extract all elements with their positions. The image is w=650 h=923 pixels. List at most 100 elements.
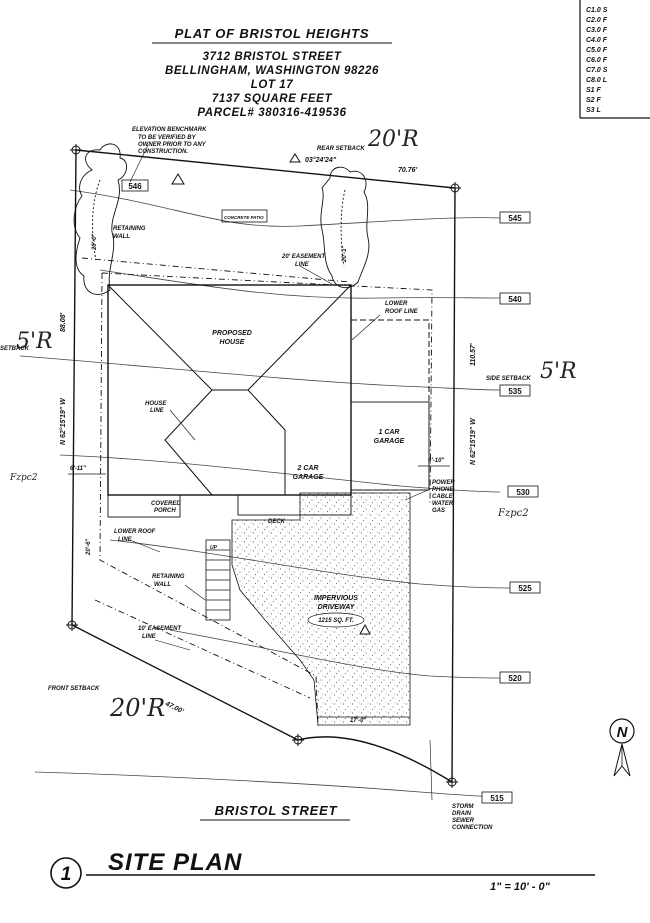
sheet-index-item: S1 F — [586, 87, 602, 94]
sheet-index: C1.0 S C2.0 F C3.0 F C4.0 F C5.0 F C6.0 … — [579, 0, 650, 119]
handwritten-note-left: Fzpc2 — [9, 473, 38, 483]
handwritten-notes: 20'R 5'R 5'R 20'R Fzpc2 Fzpc2 — [9, 127, 577, 722]
easement-line — [81, 257, 351, 699]
left-length: 88.08' — [60, 312, 67, 332]
proposed-house-label: PROPOSED — [212, 330, 252, 337]
sheet-index-item: C2.0 F — [586, 17, 608, 24]
city-line: BELLINGHAM, WASHINGTON 98226 — [165, 65, 379, 77]
rear-length: 70.76' — [398, 167, 418, 174]
contour-label: 530 — [516, 488, 530, 497]
area-triangle-icon — [359, 623, 371, 635]
annotation-text: LOWER — [385, 301, 408, 307]
elevation-benchmark-label: ELEVATION BENCHMARK — [132, 127, 207, 133]
impervious-label: IMPERVIOUS — [314, 595, 358, 602]
two-car-garage-label: 2 CAR — [296, 465, 318, 472]
concrete-patio-label: CONCRETE PATIO — [224, 215, 264, 220]
area-line: 7137 SQUARE FEET — [212, 93, 333, 105]
sheet-index-item: C7.0 S — [586, 67, 608, 74]
handwritten-rear-setback: 20'R — [367, 127, 419, 152]
property-corner-markers — [66, 144, 461, 788]
contour-label: 540 — [508, 295, 522, 304]
annotation-text: GAS — [432, 508, 445, 514]
footer: 1 SITE PLAN 1" = 10' - 0" — [50, 849, 595, 893]
annotation-text: N — [617, 724, 629, 741]
annotation-text: GARAGE — [374, 438, 405, 445]
sheet-index-item: S3 L — [586, 107, 601, 114]
side-setback-right-label: SIDE SETBACK — [486, 376, 531, 382]
deck-label: DECK — [268, 519, 286, 525]
annotation-text: PORCH — [154, 508, 176, 514]
dim-20-1: 20'-1" — [342, 246, 348, 263]
dim-6-11: 6'-11" — [70, 466, 86, 472]
sheet-number: 1 — [61, 864, 72, 885]
benchmark-triangle-icon — [171, 173, 185, 185]
benchmark-elevation: 546 — [128, 182, 142, 191]
annotation-text: CONSTRUCTION. — [138, 149, 188, 155]
driveway-area — [231, 492, 411, 726]
annotation-text: WALL — [113, 234, 130, 240]
annotation-text: LINE — [150, 408, 165, 414]
setback-line — [99, 272, 433, 728]
annotation-text: LINE — [142, 634, 157, 640]
handwritten-left-setback: 5'R — [16, 329, 53, 354]
annotation-text: RETAINING — [152, 574, 185, 580]
rear-setback-label: REAR SETBACK — [317, 146, 365, 152]
contour-label: 535 — [508, 387, 522, 396]
annotation-text: LINE — [295, 262, 310, 268]
annotations: ELEVATION BENCHMARK TO BE VERIFIED BY OW… — [0, 127, 531, 831]
annotation-text: TO BE VERIFIED BY — [138, 135, 197, 141]
dim-20-6: 20'-6" — [86, 539, 92, 556]
leader-lines — [129, 144, 433, 801]
title-block: PLAT OF BRISTOL HEIGHTS 3712 BRISTOL STR… — [152, 26, 392, 119]
sheet-index-item: C5.0 F — [586, 47, 608, 54]
front-length: 47.00' — [163, 700, 184, 716]
sheet-index-item: C8.0 L — [586, 77, 607, 84]
annotation-text: ROOF LINE — [385, 309, 419, 315]
annotation-text: WATER — [432, 501, 454, 507]
rear-angle: 03°24'24" — [305, 156, 337, 164]
annotation-text: RETAINING — [113, 226, 146, 232]
annotation-text: POWER — [432, 480, 455, 486]
scale-label: 1" = 10' - 0" — [490, 881, 551, 893]
annotation-text: LINE — [118, 537, 133, 543]
annotation-text: PHONE — [432, 487, 454, 493]
sheet-index-item: C1.0 S — [586, 7, 608, 14]
annotation-text: GARAGE — [293, 474, 324, 481]
site-plan-title: SITE PLAN — [108, 849, 242, 876]
annotation-text: COVERED — [151, 501, 181, 507]
driveway-area-label: 1215 SQ. FT. — [318, 618, 354, 624]
handwritten-right-setback: 5'R — [540, 359, 577, 384]
lot-line: LOT 17 — [251, 79, 294, 91]
stairs-up-label: UP — [210, 545, 218, 551]
contour-label: 545 — [508, 214, 522, 223]
contour-label: 520 — [508, 674, 522, 683]
dim-20-0: 20'-0" — [92, 234, 98, 251]
plat-title: PLAT OF BRISTOL HEIGHTS — [175, 26, 370, 41]
proposed-house — [107, 209, 430, 518]
handwritten-note-right: Fzpc2 — [497, 508, 529, 519]
sheet-index-item: C3.0 F — [586, 27, 608, 34]
contour-label: 525 — [518, 584, 532, 593]
annotation-text: STORM — [452, 804, 475, 810]
handwritten-front-setback: 20'R — [109, 694, 165, 722]
right-length: 110.57' — [470, 343, 477, 366]
annotation-text: OWNER PRIOR TO ANY — [138, 142, 207, 148]
parcel-line: PARCEL# 380316-419536 — [197, 107, 346, 119]
annotation-text: SEWER — [452, 818, 475, 824]
north-arrow-icon: N — [609, 718, 635, 777]
annotation-text: CABLE — [432, 494, 454, 500]
annotation-text: HOUSE — [145, 401, 167, 407]
tree-right — [320, 166, 370, 289]
side-setback-left-label: SETBACK — [0, 346, 30, 352]
sheet-index-item: S2 F — [586, 97, 602, 104]
annotation-text: CONNECTION — [452, 825, 493, 831]
contour-labels: 545 540 535 530 525 520 515 — [481, 211, 541, 804]
contour-label: 515 — [490, 794, 504, 803]
annotation-text: WALL — [154, 582, 171, 588]
right-bearing: N 62°15'19" W — [469, 417, 477, 465]
benchmark-elevation-box — [121, 179, 149, 192]
tree-left — [73, 143, 127, 295]
dim-6-10: 6'-10" — [428, 458, 444, 464]
angle-triangle-icon — [289, 153, 301, 163]
